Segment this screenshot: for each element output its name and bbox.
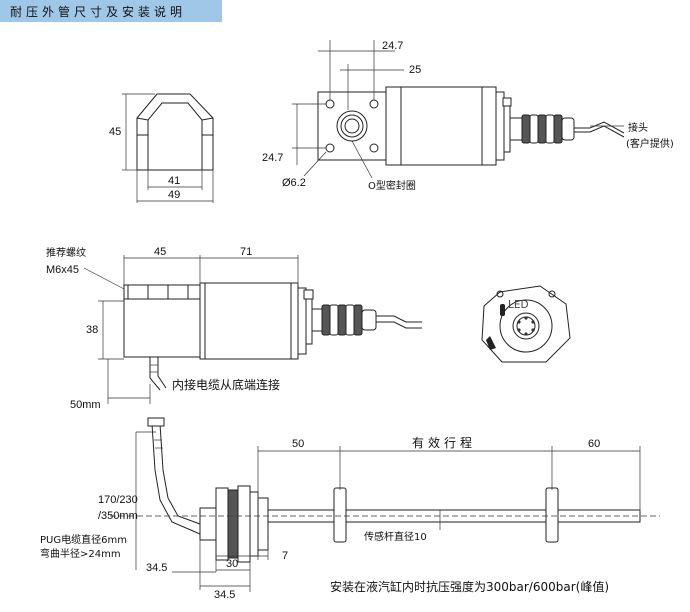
side-caption: 内接电缆从底端连接 xyxy=(172,377,280,392)
dim-outer-width: 49 xyxy=(168,189,180,201)
cable-length-1: 170/230 xyxy=(98,494,138,506)
dim-rod-34-5-b: 34.5 xyxy=(214,589,235,601)
oring-label: O型密封圈 xyxy=(368,179,416,192)
rod-diameter-label: 传感杆直径10 xyxy=(364,530,427,543)
dim-flange-top: 24.7 xyxy=(382,40,403,52)
rod-view: 170/230 /350mm PUG电缆直径6mm 弯曲半径>24mm 50 有… xyxy=(40,417,660,601)
flange-view: 接头 (客户提供) 24.7 25 24.7 Ø6.2 O型密封圈 xyxy=(262,40,674,192)
dim-flange-left: 24.7 xyxy=(262,152,283,164)
dim-rod-60: 60 xyxy=(588,438,600,450)
connector-customer-label: (客户提供) xyxy=(626,137,674,150)
dim-flange-25: 25 xyxy=(409,64,421,76)
dim-side-71: 71 xyxy=(240,246,252,258)
thread-label: 推荐螺纹 xyxy=(46,246,86,259)
dim-rod-7: 7 xyxy=(282,550,288,562)
pressure-note: 安装在液汽缸内时抗压强度为300bar/600bar(峰值) xyxy=(330,579,609,594)
dim-side-45: 45 xyxy=(154,246,166,258)
pug-note-2: 弯曲半径>24mm xyxy=(40,547,121,560)
thread-spec: M6x45 xyxy=(46,264,79,276)
dim-rod-34-5-a: 34.5 xyxy=(146,562,167,574)
dim-side-38: 38 xyxy=(86,324,98,336)
connector-label: 接头 xyxy=(628,121,648,134)
side-view: 推荐螺纹 M6x45 45 71 xyxy=(46,246,422,411)
title-banner: 耐压外管尺寸及安装说明 xyxy=(0,0,222,22)
cable-length-2: /350mm xyxy=(98,510,138,522)
page-title: 耐压外管尺寸及安装说明 xyxy=(10,5,187,19)
dim-rod-50: 50 xyxy=(292,438,304,450)
pug-note-1: PUG电缆直径6mm xyxy=(40,533,127,546)
dim-rod-30: 30 xyxy=(226,558,238,570)
stroke-label: 有效行程 xyxy=(412,435,476,450)
top-view: 45 41 49 xyxy=(109,93,214,203)
led-label: LED xyxy=(508,299,529,311)
dim-side-50mm: 50mm xyxy=(70,399,101,411)
dim-top-height: 45 xyxy=(109,126,121,138)
hole-diameter-label: Ø6.2 xyxy=(282,177,306,189)
end-view: LED xyxy=(481,285,571,363)
dim-inner-width: 41 xyxy=(168,175,180,187)
